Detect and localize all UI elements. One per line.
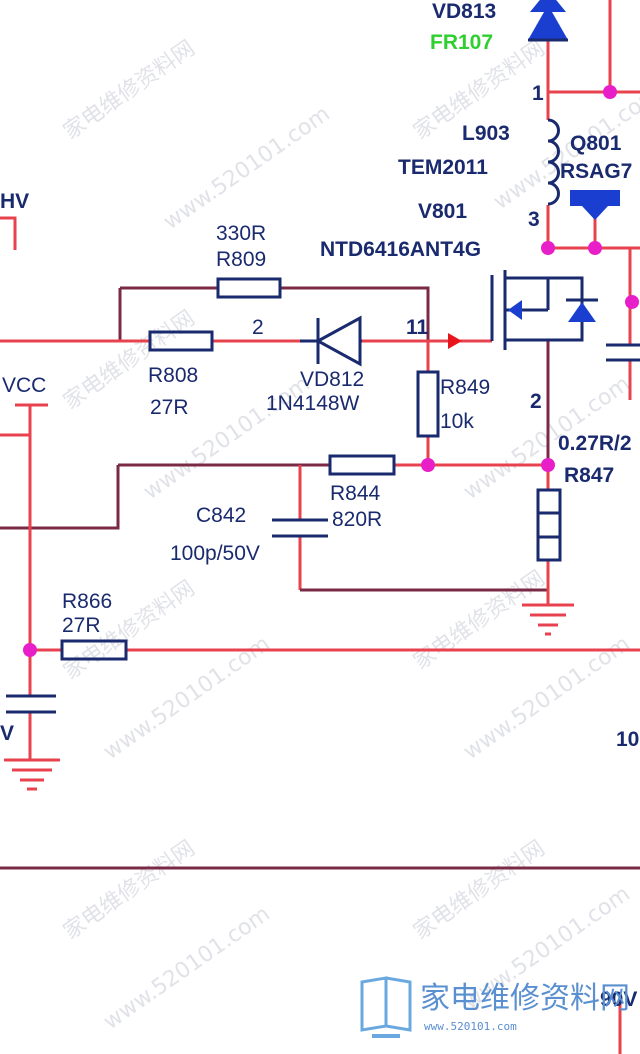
label-r844: R844: [330, 482, 381, 505]
label-90v: 90V: [600, 988, 637, 1011]
ground-symbol: [4, 758, 60, 791]
resistor-r809: [216, 277, 282, 299]
logo-text: 家电维修资料网: [420, 981, 630, 1016]
capacitor-left: [6, 694, 56, 714]
label-0.27r: 0.27R/2: [558, 432, 632, 455]
resistor-r844: [328, 454, 396, 476]
book-icon: [360, 976, 412, 1038]
label-pin-2: 2: [252, 316, 264, 339]
site-logo: 家电维修资料网 www.520101.com: [360, 976, 630, 1038]
capacitor-c842: [272, 518, 328, 538]
inductor-l903: [547, 118, 560, 206]
label-vd812: VD812: [300, 368, 364, 391]
label-r849: R849: [440, 376, 490, 399]
label-r866: R866: [62, 590, 112, 613]
label-v801: V801: [418, 200, 467, 223]
label-c842-value: 100p/50V: [170, 542, 260, 565]
watermark-cn: 家电维修资料网: [409, 566, 550, 675]
label-rsag: RSAG7: [560, 160, 632, 183]
label-r808: R808: [148, 364, 198, 387]
watermark-site: www.520101.com: [99, 901, 275, 1034]
label-r847: R847: [564, 464, 614, 487]
label-tem2011: TEM2011: [398, 156, 488, 179]
ground-symbol: [522, 603, 574, 636]
junction-dots: [23, 85, 639, 657]
label-r809: R809: [216, 248, 266, 271]
label-r849-value: 10k: [440, 410, 474, 433]
diode-vd812: [300, 315, 362, 367]
mosfet-v801: [448, 270, 598, 350]
label-r808-value: 27R: [150, 396, 189, 419]
label-fr107: FR107: [430, 31, 493, 54]
label-1n4148w: 1N4148W: [266, 392, 360, 415]
label-vcc: VCC: [2, 374, 46, 397]
label-ntd6416: NTD6416ANT4G: [320, 238, 481, 261]
label-pin-1: 1: [532, 82, 544, 105]
watermark-cn: 家电维修资料网: [409, 836, 550, 945]
label-vd813: VD813: [432, 0, 496, 23]
watermark-cn: 家电维修资料网: [59, 836, 200, 945]
label-r866-value: 27R: [62, 614, 101, 637]
watermark-site: www.520101.com: [159, 101, 335, 234]
label-v-left: V: [0, 722, 14, 745]
resistor-r866: [60, 639, 128, 661]
transistor-q801-symbol: [570, 190, 620, 220]
label-q801: Q801: [570, 132, 622, 155]
label-pin-3: 3: [528, 208, 540, 231]
resistor-r849: [416, 370, 440, 438]
label-pin-11: 11: [406, 316, 429, 339]
component-labels: VD813 FR107 1 L903 TEM2011 Q801 RSAG7 V8…: [0, 0, 639, 1011]
resistor-r847: [536, 488, 562, 562]
label-r809-value: 330R: [216, 222, 266, 245]
label-hv: HV: [0, 190, 29, 213]
label-r844-value: 820R: [332, 508, 382, 531]
label-c842: C842: [196, 504, 246, 527]
label-pin-s2: 2: [530, 390, 542, 413]
label-l903: L903: [462, 122, 510, 145]
resistor-r808: [148, 330, 214, 352]
capacitor-right-partial: [606, 343, 640, 362]
watermark-cn: 家电维修资料网: [59, 36, 200, 145]
label-ten: 10: [616, 728, 639, 751]
watermark-site: www.520101.com: [459, 631, 635, 764]
diode-vd813: [528, 0, 568, 42]
logo-url: www.520101.com: [424, 1020, 517, 1033]
